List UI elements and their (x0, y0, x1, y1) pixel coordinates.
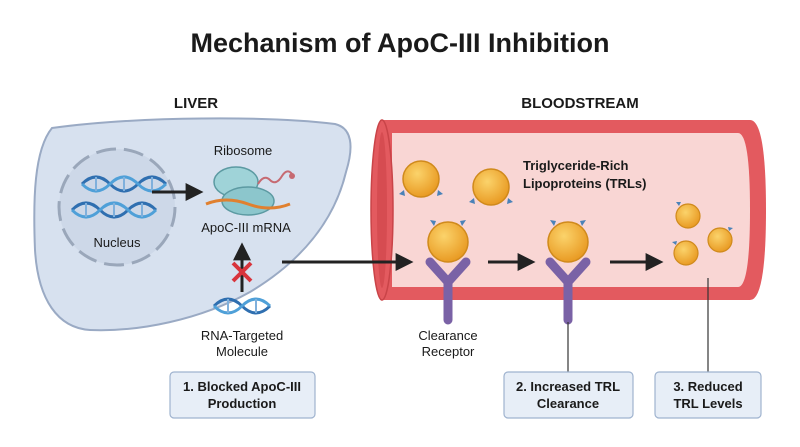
step-3-line1: 3. Reduced (673, 379, 742, 394)
dna-icon (70, 201, 158, 219)
page-title: Mechanism of ApoC-III Inhibition (191, 28, 610, 58)
step-2-line2: Clearance (537, 396, 599, 411)
lipoprotein (427, 220, 469, 263)
blood-vessel (370, 119, 766, 301)
mrna-label: ApoC-III mRNA (201, 220, 291, 235)
protein-chain (257, 170, 293, 185)
lipoprotein (547, 220, 589, 263)
lipoprotein (469, 168, 513, 206)
lipoprotein (399, 160, 443, 198)
rna-targeted-molecule-icon (212, 297, 272, 315)
ribosome-label: Ribosome (214, 143, 273, 158)
rna-targeted-label-line2: Molecule (216, 344, 268, 359)
step-1-line1: 1. Blocked ApoC-III (183, 379, 301, 394)
rna-targeted-label-line1: RNA-Targeted (201, 328, 283, 343)
clearance-receptor (545, 257, 591, 325)
trl-label-line1: Triglyceride-Rich (523, 158, 629, 173)
section-bloodstream-heading: BLOODSTREAM (521, 95, 639, 112)
step-box-2: 2. Increased TRL Clearance (503, 371, 634, 419)
step-box-1: 1. Blocked ApoC-III Production (169, 371, 316, 419)
nucleus: Nucleus (57, 147, 177, 267)
block-x-icon (231, 261, 253, 283)
section-liver-heading: LIVER (174, 95, 218, 112)
receptor-label-line1: Clearance (418, 328, 477, 343)
step-1-line2: Production (208, 396, 277, 411)
trl-label-line2: Lipoproteins (TRLs) (523, 176, 647, 191)
step-3-line2: TRL Levels (673, 396, 742, 411)
nucleus-label: Nucleus (94, 235, 141, 250)
clearance-receptor (425, 257, 471, 325)
lipoprotein-small (707, 227, 733, 253)
mrna-strand (205, 198, 291, 210)
lipoprotein-small (672, 240, 699, 266)
ribosome: Ribosome ApoC-III mRNA (201, 143, 295, 235)
receptor-label-line2: Receptor (422, 344, 475, 359)
lipoprotein-small (675, 202, 701, 229)
step-2-line1: 2. Increased TRL (516, 379, 620, 394)
step-box-3: 3. Reduced TRL Levels (654, 371, 762, 419)
